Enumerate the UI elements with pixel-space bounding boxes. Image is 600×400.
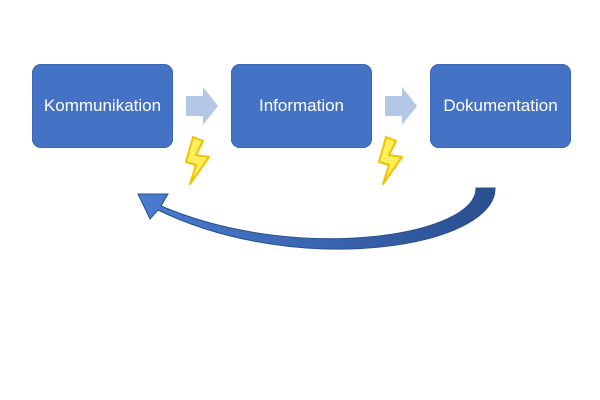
step-box-information: Information — [231, 64, 372, 148]
arrow-right-icon — [385, 87, 417, 125]
step-label-dokumentation: Dokumentation — [443, 96, 558, 115]
arrow-right-icon — [186, 87, 218, 125]
lightning-icon — [185, 136, 210, 185]
step-box-dokumentation: Dokumentation — [430, 64, 571, 148]
lightning-icon — [378, 136, 403, 185]
curved-return-arrow-icon — [137, 187, 496, 250]
step-label-kommunikation: Kommunikation — [43, 96, 162, 115]
step-box-kommunikation: Kommunikation — [32, 64, 173, 148]
step-label-information: Information — [258, 96, 345, 115]
